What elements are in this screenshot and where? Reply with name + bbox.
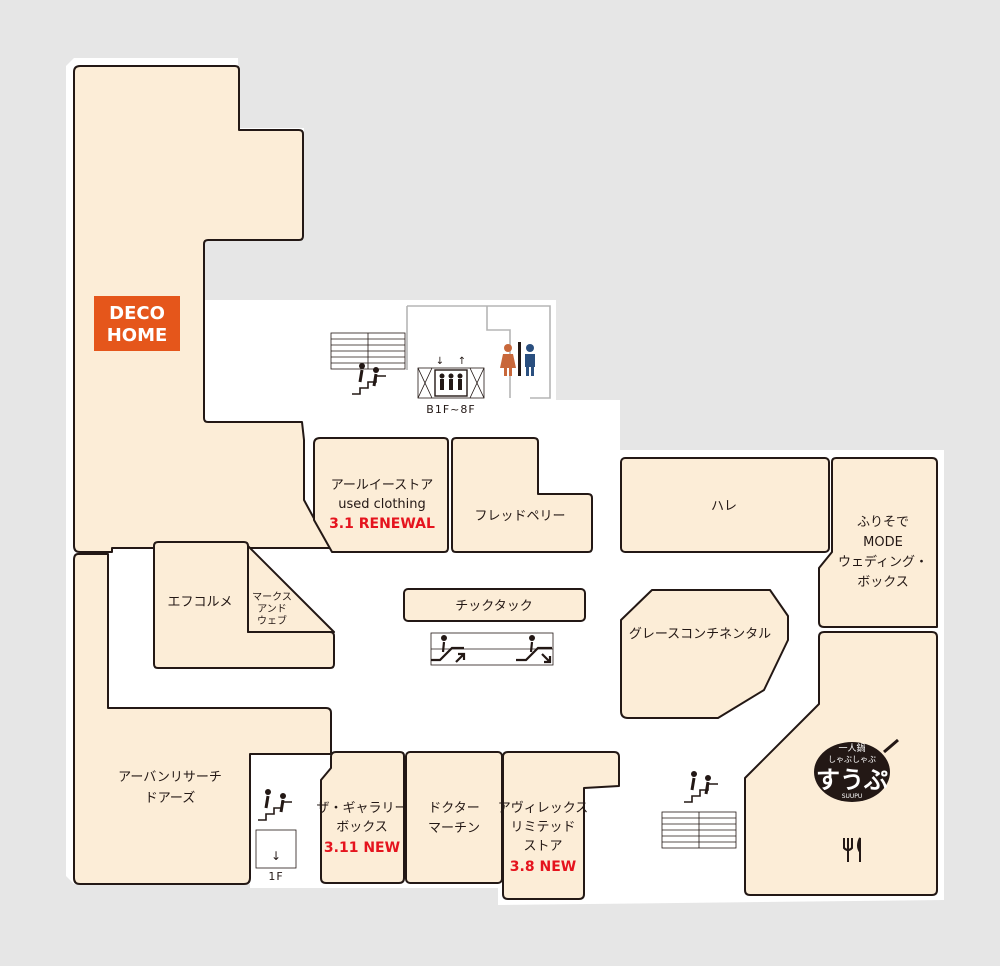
stairs-1f[interactable]: ↓ 1F <box>255 789 297 883</box>
escalator-up-icon <box>431 635 466 663</box>
shop-chikutaku[interactable] <box>403 588 586 622</box>
shop-gallery-label-1: ザ・ギャラリー <box>316 801 407 816</box>
elevator-icon <box>434 369 468 397</box>
elevator-doors <box>417 367 485 399</box>
shop-rie-sub: used clothing <box>338 497 426 512</box>
shop-grace-label: グレースコンチネンタル <box>629 627 771 642</box>
shop-hare-label: ハレ <box>711 499 737 514</box>
stairs-upper[interactable] <box>330 332 406 395</box>
shop-fred-perry-label: フレッドペリー <box>474 509 565 524</box>
shop-furisode-mode[interactable] <box>818 457 938 628</box>
deco-home-logo-line1: DECO <box>109 303 165 324</box>
shop-grace-continental[interactable] <box>620 589 789 719</box>
suupu-logo-roman: SUUPU <box>842 793 863 800</box>
suupu-logo: 一人鍋 しゃぶしゃぶ すうぷ SUUPU <box>814 738 899 802</box>
escalator-area[interactable] <box>430 632 554 666</box>
deco-home-logo: DECO HOME <box>94 296 180 351</box>
shop-marcs-and-web[interactable] <box>247 545 335 633</box>
escalator-down-icon <box>516 635 552 664</box>
elevator-up-arrow: ↑ <box>458 356 466 367</box>
shop-rie-badge: 3.1 RENEWAL <box>329 516 435 532</box>
restroom-divider <box>518 342 521 376</box>
stairs-icon <box>258 789 292 821</box>
suupu-logo-main: すうぷ <box>816 766 888 794</box>
deco-home-logo-line2: HOME <box>107 325 168 346</box>
shop-dr-martens[interactable] <box>405 751 503 884</box>
suupu-logo-chopstick <box>883 738 899 754</box>
elevator-down-arrow: ↓ <box>436 356 444 367</box>
shop-dr-martens-label-1: ドクター <box>428 801 479 816</box>
shop-furisode-label-3: ウェディング・ <box>838 554 928 570</box>
stairs-icon <box>352 363 386 395</box>
suupu-logo-middle: しゃぶしゃぶ <box>828 755 876 764</box>
shop-fred-perry[interactable] <box>451 437 593 553</box>
shop-urban-research-label-1: アーバンリサーチ <box>118 770 222 785</box>
stairs-upper-steps <box>331 333 405 369</box>
shop-avirex-label-1: アヴィレックス <box>498 800 589 816</box>
elevator[interactable]: ↓ ↑ B1F~8F <box>417 356 485 416</box>
restaurant-icon <box>843 837 861 862</box>
shop-chikutaku-label: チックタック <box>455 599 532 614</box>
stairs-right-steps <box>662 812 736 848</box>
elevator-label: B1F~8F <box>426 403 475 416</box>
shop-gallery-label-2: ボックス <box>336 820 388 835</box>
shop-avirex-limited-store[interactable] <box>502 751 620 900</box>
stairs-icon <box>684 771 718 803</box>
shop-avirex-label-2: リミテッド <box>510 820 575 835</box>
shop-efucolme-label: エフコルメ <box>167 595 232 610</box>
shop-furisode-label-2: MODE <box>863 535 903 550</box>
restroom-male-icon <box>525 344 535 376</box>
deco-home-logo-bg <box>94 296 180 351</box>
stairs-right[interactable] <box>661 771 737 849</box>
shop-marcs-label-3: ウェブ <box>257 614 287 627</box>
stairs-1f-box <box>255 829 297 869</box>
elevator-box <box>417 367 485 399</box>
shop-deco-home[interactable] <box>73 65 331 553</box>
shop-urban-research-label-2: ドアーズ <box>145 790 196 806</box>
shop-hare[interactable] <box>620 457 830 553</box>
shop-dr-martens-label-2: マーチン <box>428 821 480 836</box>
shop-rie-store[interactable] <box>313 437 449 553</box>
stairs-1f-label: 1F <box>268 870 283 883</box>
suupu-logo-bg <box>814 742 890 802</box>
shop-avirex-badge: 3.8 NEW <box>510 859 576 875</box>
shop-furisode-label-1: ふりそで <box>857 515 909 530</box>
suupu-logo-top: 一人鍋 <box>838 742 865 754</box>
shop-gallery-badge: 3.11 NEW <box>324 840 400 856</box>
stairs-down-arrow: ↓ <box>271 849 281 863</box>
shop-marcs-label-2: アンド <box>257 604 287 615</box>
shop-furisode-label-4: ボックス <box>857 575 909 590</box>
shop-rie-label: アールイーストア <box>331 478 434 493</box>
shop-avirex-label-3: ストア <box>523 839 562 854</box>
shop-marcs-label-1: マークス <box>252 591 292 603</box>
restroom-icon[interactable] <box>500 342 535 376</box>
shop-urban-research[interactable] <box>73 553 332 885</box>
shop-the-gallery-box[interactable] <box>320 751 405 884</box>
restroom-female-icon <box>500 344 516 376</box>
